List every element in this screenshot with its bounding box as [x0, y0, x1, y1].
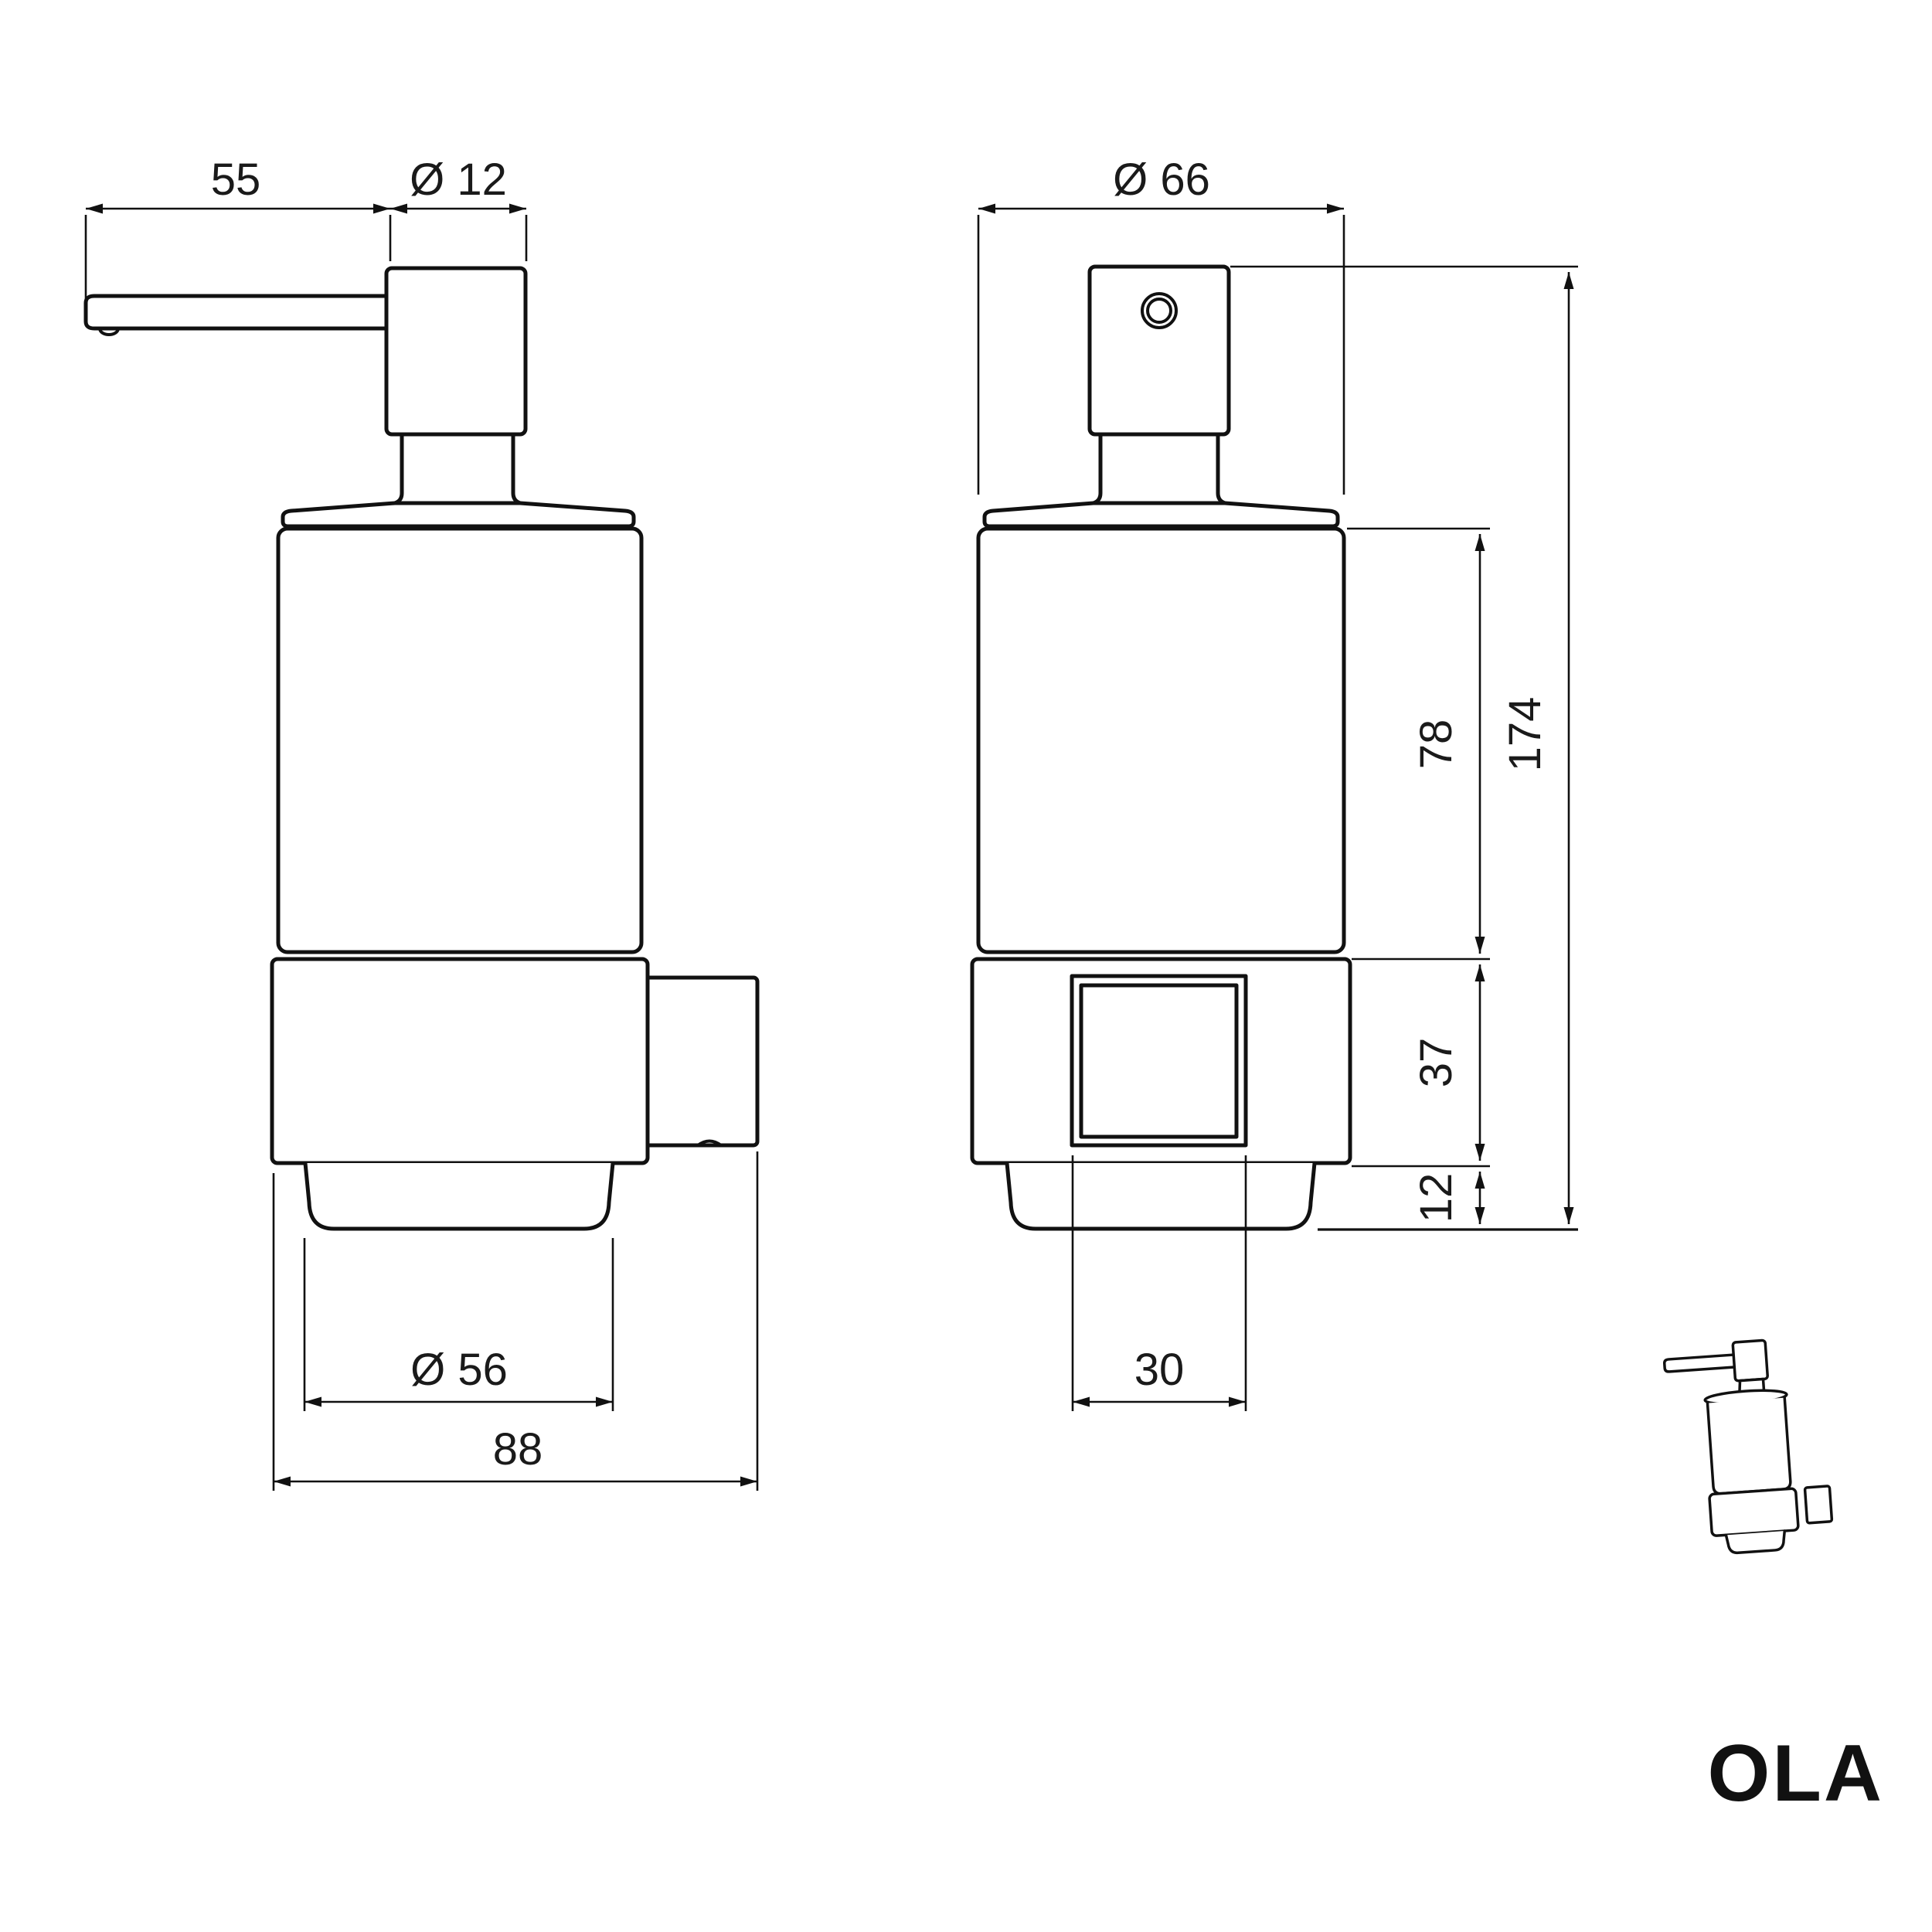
pump-neck	[393, 432, 522, 505]
pump-head	[1087, 264, 1231, 437]
dimension-body-diameter: Ø 66	[977, 155, 1345, 495]
pump-head	[384, 266, 528, 437]
thumbnail-wall-plate	[1803, 1485, 1834, 1525]
dimension-label: Ø 12	[410, 155, 507, 205]
thumbnail-pump-head	[1731, 1338, 1769, 1383]
bottle-collar	[281, 501, 636, 529]
thumbnail-spout	[1663, 1353, 1738, 1373]
dimension-label: Ø 66	[1113, 155, 1210, 205]
holder-ring	[270, 957, 650, 1165]
wall-plate-notch	[696, 1139, 723, 1147]
dimension-label: 37	[1411, 1038, 1461, 1088]
dimension-bottle-height: 78	[1411, 534, 1485, 954]
dimension-total-depth: 88	[272, 1151, 759, 1491]
dimension-label: 174	[1500, 697, 1550, 772]
dimension-pump-diameter: Ø 12	[390, 155, 526, 214]
dimension-label: 30	[1134, 1345, 1185, 1395]
dimension-label: 55	[211, 155, 261, 205]
mount-plate-inner	[1079, 983, 1239, 1139]
spout-outlet-notch	[98, 327, 120, 336]
product-thumbnail	[1663, 1338, 1834, 1555]
bottle-body	[976, 526, 1346, 954]
glass-cup	[1005, 1161, 1317, 1231]
spout-hole-inner	[1146, 298, 1172, 324]
dimension-total-height: 174	[1500, 272, 1574, 1224]
product-logo: OLA	[1707, 1729, 1884, 1818]
thumbnail-holder	[1708, 1487, 1800, 1537]
dimension-plate-width: 30	[1071, 1155, 1247, 1411]
dimension-holder-height: 37	[1411, 964, 1485, 1161]
dimension-spout-reach: 55	[84, 155, 528, 321]
thumbnail-dispenser	[1663, 1338, 1834, 1555]
bottle-collar	[982, 501, 1340, 529]
pump-neck	[1091, 432, 1227, 505]
dimension-label: Ø 56	[410, 1345, 508, 1395]
dimension-label: 78	[1411, 719, 1461, 770]
dimension-glass-protrusion: 12	[1411, 1172, 1485, 1224]
pump-spout	[83, 294, 390, 331]
dimension-label: 88	[493, 1424, 543, 1475]
thumbnail-bottle-body	[1706, 1396, 1792, 1495]
dimension-glass-diameter: Ø 56	[303, 1238, 614, 1411]
thumbnail-glass-cup	[1724, 1529, 1787, 1555]
bottle-body	[276, 526, 644, 954]
dimension-label: 12	[1411, 1173, 1461, 1223]
spout-hole-outer	[1141, 292, 1178, 329]
glass-cup	[303, 1161, 615, 1231]
reference-lines	[1230, 265, 1578, 1231]
front-view: Ø 66 30 78 37 12	[970, 155, 1578, 1411]
wall-plate-outline	[639, 975, 760, 1148]
side-view: 55 Ø 12 Ø 56 88	[83, 155, 760, 1491]
